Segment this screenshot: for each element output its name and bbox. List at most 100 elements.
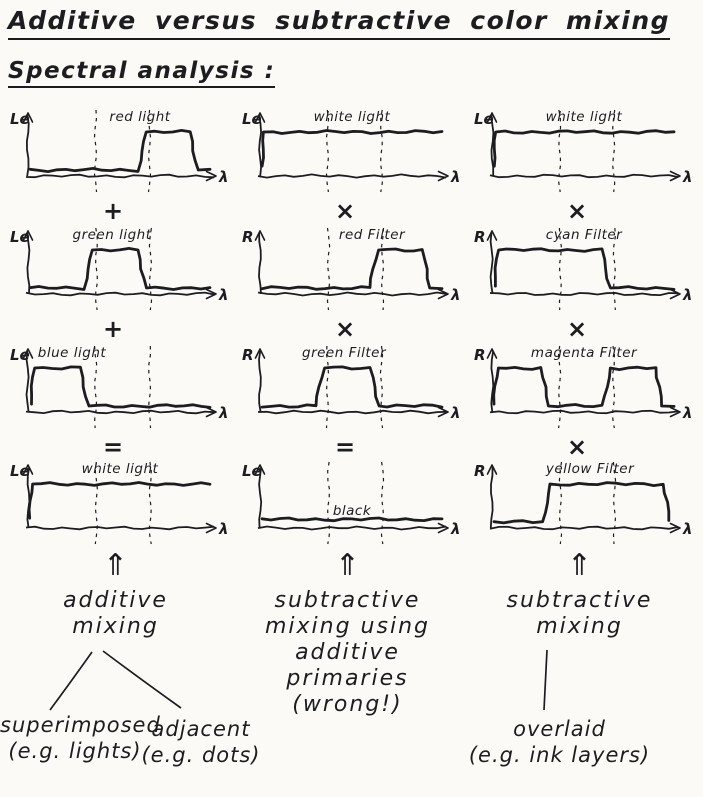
x-axis bbox=[489, 291, 679, 297]
dashed-guide-line bbox=[380, 461, 385, 545]
x-axis-arrow bbox=[437, 406, 449, 418]
caption-line: subtractive bbox=[274, 588, 421, 613]
curve-label: magenta Filter bbox=[531, 345, 638, 361]
waveform-path bbox=[260, 365, 444, 409]
page-title: Additive versus subtractive color mixing bbox=[8, 6, 671, 40]
lambda-label: λ bbox=[218, 168, 229, 186]
dashed-guide-line bbox=[557, 345, 562, 429]
lambda-label: λ bbox=[450, 520, 461, 538]
branch-line-superimposed bbox=[49, 651, 93, 711]
waveform-path bbox=[260, 129, 444, 168]
y-axis-arrow bbox=[486, 348, 498, 359]
caption-subtractive-wrong: ⇑ subtractive mixing using additive prim… bbox=[240, 550, 455, 718]
caption-line: subtractive bbox=[506, 588, 653, 613]
x-axis-arrow bbox=[437, 170, 449, 182]
footnote-overlaid: overlaid (e.g. ink layers) bbox=[452, 716, 667, 768]
x-axis-arrow bbox=[437, 522, 449, 534]
y-axis-arrow bbox=[254, 464, 266, 475]
curve-label: white light bbox=[82, 461, 159, 477]
lambda-label: λ bbox=[218, 286, 229, 304]
x-axis bbox=[257, 409, 447, 415]
footnote-superimposed: superimposed (e.g. lights) bbox=[0, 712, 160, 764]
curve-label: black bbox=[333, 503, 372, 519]
dashed-guide-line bbox=[148, 461, 152, 545]
y-axis bbox=[258, 232, 262, 295]
y-axis bbox=[26, 466, 31, 529]
caption-line: additive bbox=[63, 588, 168, 613]
y-axis-arrow bbox=[22, 464, 34, 475]
y-axis-label: Le bbox=[242, 110, 262, 128]
dashed-guide-line bbox=[379, 345, 384, 429]
waveform-path bbox=[492, 365, 676, 409]
waveform-path bbox=[260, 247, 444, 291]
waveform-path bbox=[492, 129, 676, 168]
lambda-label: λ bbox=[682, 520, 693, 538]
caption-line: additive primaries bbox=[286, 640, 409, 691]
x-axis-arrow bbox=[205, 288, 217, 300]
lambda-label: λ bbox=[450, 286, 461, 304]
y-axis-arrow bbox=[254, 112, 266, 123]
dashed-guide-line bbox=[325, 345, 330, 429]
waveform-path bbox=[29, 365, 212, 409]
waveform-path bbox=[260, 516, 444, 523]
dashed-guide-line bbox=[93, 345, 98, 429]
x-axis-arrow bbox=[669, 406, 681, 418]
dashed-guide-line bbox=[148, 227, 153, 311]
footnote-adjacent: adjacent (e.g. dots) bbox=[136, 716, 266, 768]
waveform-path bbox=[28, 129, 212, 173]
x-axis bbox=[25, 409, 215, 415]
dashed-guide-line bbox=[325, 109, 330, 193]
curve-label: yellow Filter bbox=[545, 461, 635, 477]
y-axis-arrow bbox=[22, 230, 34, 241]
double-up-arrow-icon: ⇑ bbox=[566, 548, 593, 583]
dashed-guide-line bbox=[558, 227, 562, 311]
caption-line: (wrong!) bbox=[292, 692, 403, 717]
y-axis-label: R bbox=[474, 228, 486, 246]
curve-label: green light bbox=[73, 227, 152, 243]
lambda-label: λ bbox=[450, 404, 461, 422]
x-axis bbox=[257, 173, 447, 179]
y-axis bbox=[490, 350, 495, 413]
x-axis bbox=[25, 291, 215, 297]
dashed-guide-line bbox=[380, 109, 383, 193]
y-axis-label: Le bbox=[474, 110, 494, 128]
caption-subtractive-mixing: ⇑ subtractive mixing bbox=[472, 550, 687, 640]
dashed-guide-line bbox=[558, 109, 562, 193]
curve-label: red light bbox=[109, 109, 170, 125]
y-axis bbox=[25, 114, 30, 177]
footnote-line: (e.g. ink layers) bbox=[468, 743, 651, 767]
x-axis bbox=[489, 409, 679, 415]
y-axis-arrow bbox=[486, 112, 498, 123]
operator-times-3: × bbox=[566, 197, 588, 225]
y-axis bbox=[258, 466, 263, 529]
waveform-path bbox=[493, 247, 676, 291]
y-axis bbox=[489, 466, 494, 529]
footnote-line: (e.g. lights) bbox=[8, 739, 142, 763]
plot-canvas: Le red light λ bbox=[10, 109, 229, 193]
operator-equals-2: = bbox=[334, 433, 356, 461]
y-axis-arrow bbox=[254, 230, 266, 241]
y-axis-label: R bbox=[242, 346, 254, 364]
x-axis-arrow bbox=[669, 522, 681, 534]
waveform-path bbox=[492, 481, 671, 525]
y-axis-label: R bbox=[474, 346, 486, 364]
x-axis-arrow bbox=[669, 170, 681, 182]
y-axis-label: Le bbox=[10, 110, 30, 128]
y-axis bbox=[489, 232, 494, 295]
lambda-label: λ bbox=[218, 520, 229, 538]
dashed-guide-line bbox=[148, 345, 152, 429]
